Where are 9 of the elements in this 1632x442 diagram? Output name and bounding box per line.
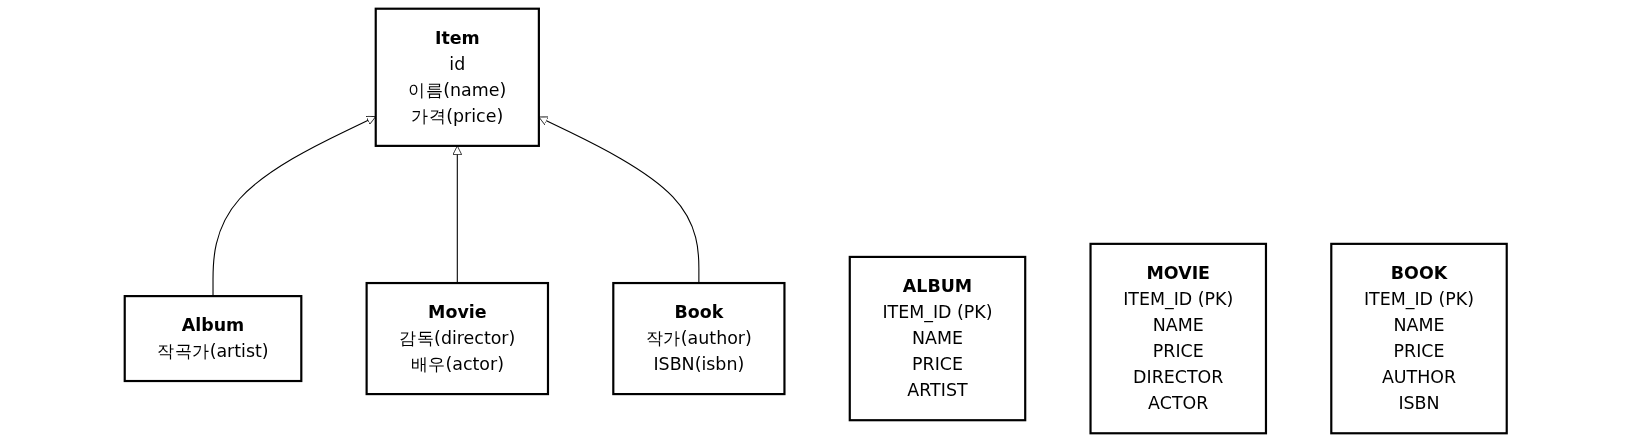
arrow bbox=[212, 115, 377, 297]
arrow bbox=[452, 145, 463, 284]
node-box: Album 작곡가(artist) bbox=[123, 295, 303, 383]
node-box: Book 작가(author) ISBN(isbn) bbox=[612, 281, 786, 396]
node-box: MOVIE ITEM_ID (PK) NAME PRICE DIRECTOR ACTOR bbox=[1089, 242, 1268, 435]
node-box: ALBUM ITEM_ID (PK) NAME PRICE ARTIST bbox=[848, 255, 1027, 422]
node-box: Item id 이름(name) 가격(price) bbox=[374, 7, 541, 147]
node-box: Movie 감독(director) 배우(actor) bbox=[365, 281, 550, 396]
node-box: BOOK ITEM_ID (PK) NAME PRICE AUTHOR ISBN bbox=[1330, 242, 1509, 435]
